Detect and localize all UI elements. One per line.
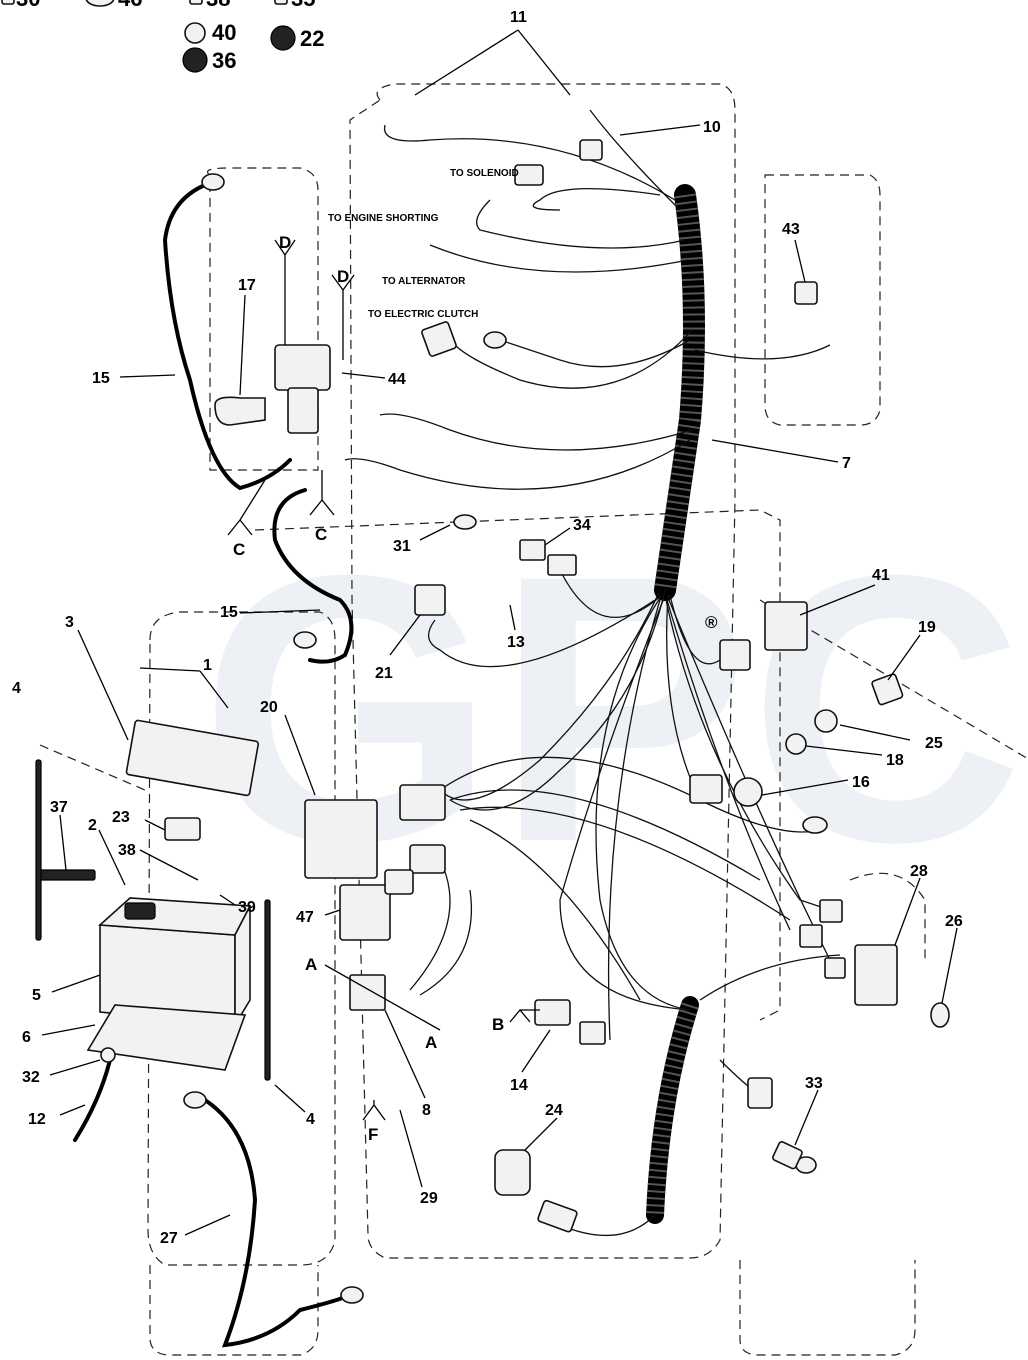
tray-6 [86,1004,247,1071]
callout-11: 11 [510,9,527,26]
callout-4-left: 4 [12,680,21,697]
hardware-label-46: 46 [118,0,142,11]
marker-b: B [492,1015,504,1034]
callout-16: 16 [852,774,870,791]
ignition-module-20 [304,799,378,879]
callout-5: 5 [32,987,41,1004]
watermark-registered-mark: ® [705,613,718,632]
callout-26: 26 [945,913,963,930]
wire-labels: TO SOLENOID TO ENGINE SHORTING TO ALTERN… [328,168,519,320]
connector-14 [534,999,571,1026]
hardware-label-38: 38 [206,0,230,11]
boot-17 [214,396,266,426]
hardware-label-35: 35 [291,0,315,11]
hose-12 [73,1058,112,1142]
label-to-engine-shorting: TO ENGINE SHORTING [328,213,439,224]
callout-20: 20 [260,699,278,716]
callout-2: 2 [88,817,97,834]
callout-27: 27 [160,1230,178,1247]
callout-33: 33 [805,1075,823,1092]
chassis-outline [39,83,1028,1356]
callout-39: 39 [238,899,256,916]
callout-23: 23 [112,809,130,826]
callout-8: 8 [422,1102,431,1119]
marker-d-1: D [279,233,291,252]
callout-15-bottom: 15 [220,604,238,621]
fuse-holder-16 [733,777,763,807]
callout-25: 25 [925,735,943,752]
component-24 [494,1149,531,1196]
callout-17: 17 [238,277,256,294]
marker-a-1: A [305,955,317,974]
callouts: 11 10 43 7 17 15 44 31 34 41 19 3 1 4 15… [12,9,963,1247]
callout-21: 21 [375,665,393,682]
hardware-label-22: 22 [300,26,324,51]
callout-34: 34 [573,517,591,534]
connection-markers: D D C C A A B F [227,233,540,1144]
label-to-alternator: TO ALTERNATOR [382,276,466,287]
parts [35,139,950,1233]
callout-28: 28 [910,863,928,880]
module-47 [339,884,391,941]
switch-28 [854,944,898,1006]
rod-4-left [35,759,42,941]
hardware-label-36: 36 [212,48,236,73]
nut-26 [930,1002,950,1028]
battery-holddown-3 [125,719,260,797]
hardware-legend: 30 46 38 35 40 22 36 [1,0,324,73]
callout-13: 13 [507,634,525,651]
callout-38: 38 [118,842,136,859]
ring-terminals [183,173,828,1304]
callout-15-top: 15 [92,370,110,387]
pad-23 [164,817,201,841]
callout-7: 7 [842,455,851,472]
sensor-43 [794,281,818,305]
callout-44: 44 [388,371,406,388]
marker-f: F [368,1125,378,1144]
callout-12: 12 [28,1111,46,1128]
battery-cables [162,183,354,1348]
callout-37: 37 [50,799,68,816]
callout-43: 43 [782,221,800,238]
callout-6: 6 [22,1029,31,1046]
relay-41 [764,601,808,651]
marker-c-1: C [233,540,245,559]
callout-47: 47 [296,909,314,926]
washer-18 [785,733,807,755]
connector-8 [349,974,386,1011]
callout-41: 41 [872,567,890,584]
callout-4-right: 4 [306,1111,315,1128]
callout-10: 10 [703,119,721,136]
callout-1: 1 [203,657,212,674]
boot-32 [100,1047,116,1063]
label-to-electric-clutch: TO ELECTRIC CLUTCH [368,309,478,320]
callout-14: 14 [510,1077,528,1094]
label-to-solenoid: TO SOLENOID [450,168,519,179]
callout-24: 24 [545,1102,563,1119]
callout-29: 29 [420,1190,438,1207]
clip-19 [871,673,904,706]
hardware-label-40: 40 [212,20,236,45]
callout-18: 18 [886,752,904,769]
callout-19: 19 [918,619,936,636]
callout-32: 32 [22,1069,40,1086]
callout-3: 3 [65,614,74,631]
hardware-label-30: 30 [16,0,40,11]
nut-25 [814,709,838,733]
marker-d-2: D [337,267,349,286]
bolt-37 [39,869,96,881]
harness-wires [344,109,841,1236]
marker-c-2: C [315,525,327,544]
leader-lines [41,29,958,1236]
solenoid-44 [274,344,331,391]
rod-4-right [264,899,271,1081]
wiring-harness-7 [646,184,705,1224]
callout-31: 31 [393,538,411,555]
marker-a-2: A [425,1033,437,1052]
switch-21 [414,584,446,616]
